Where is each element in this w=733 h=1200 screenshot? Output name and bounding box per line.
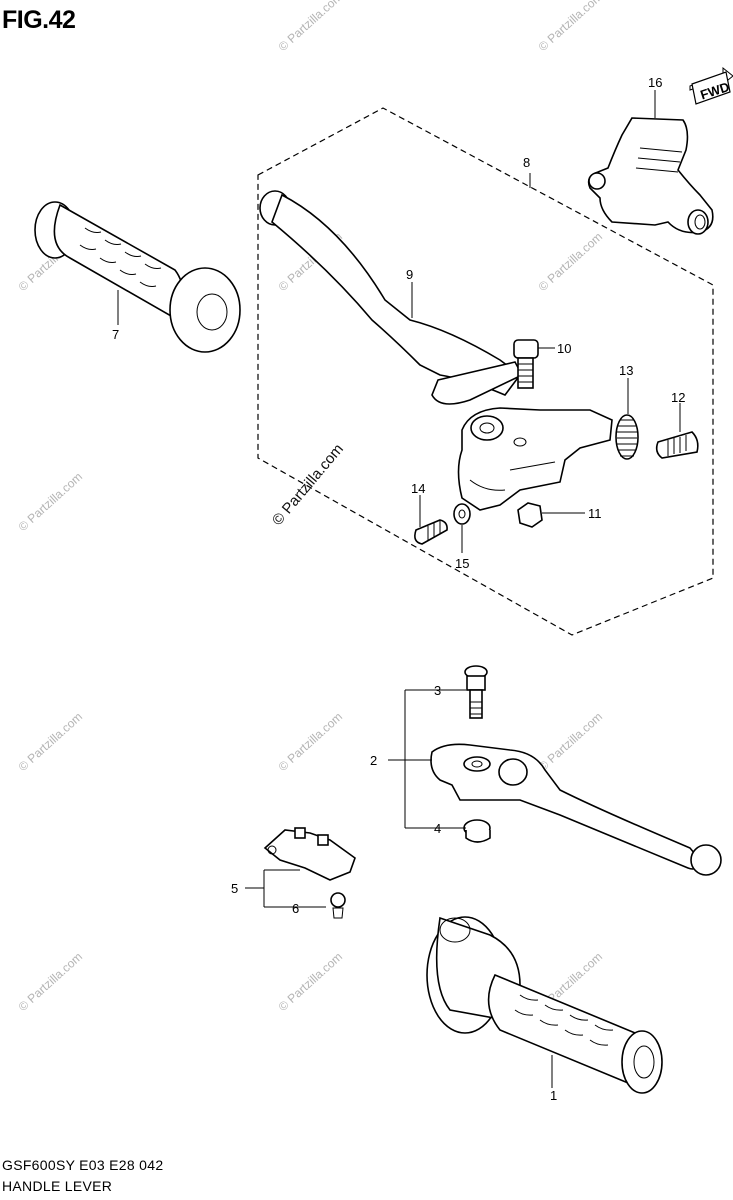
callout-5: 5 — [231, 881, 238, 896]
callout-4: 4 — [434, 821, 441, 836]
assembly-boundary-8 — [257, 107, 714, 636]
callout-3: 3 — [434, 683, 441, 698]
callout-7: 7 — [112, 327, 119, 342]
switch-5 — [263, 827, 356, 881]
callout-15: 15 — [455, 556, 469, 571]
adjuster-12 — [655, 403, 699, 459]
callout-13: 13 — [619, 363, 633, 378]
footer-code: GSF600SY E03 E28 042 — [2, 1157, 164, 1173]
callout-10: 10 — [557, 341, 571, 356]
washer-15 — [453, 503, 471, 553]
callout-8: 8 — [523, 155, 530, 170]
callout-12: 12 — [671, 390, 685, 405]
throttle-grip-1 — [426, 916, 663, 1094]
pivot-bolt-3 — [464, 665, 488, 719]
bolt-14 — [414, 495, 448, 545]
screw-6 — [330, 892, 346, 919]
bracket-2-3-4 — [388, 689, 466, 829]
switch-housing-16 — [587, 90, 714, 235]
footer-name: HANDLE LEVER — [2, 1178, 113, 1194]
bracket-5-6 — [245, 869, 326, 908]
figure-title: FIG.42 — [2, 6, 76, 34]
grip-left-7 — [34, 201, 241, 353]
brake-lever-2 — [430, 743, 722, 876]
fwd-arrow-icon: FWD — [689, 66, 733, 105]
callout-1: 1 — [550, 1088, 557, 1103]
bolt-10 — [513, 339, 555, 389]
callout-9: 9 — [406, 267, 413, 282]
callout-2: 2 — [370, 753, 377, 768]
callout-11: 11 — [588, 506, 602, 521]
callout-16: 16 — [648, 75, 662, 90]
callout-6: 6 — [292, 901, 299, 916]
adjuster-wheel-13 — [615, 378, 639, 460]
nut-4 — [463, 819, 491, 843]
clutch-lever-9 — [259, 190, 524, 405]
clutch-perch — [457, 407, 613, 511]
nut-11 — [517, 502, 585, 528]
callout-14: 14 — [411, 481, 425, 496]
